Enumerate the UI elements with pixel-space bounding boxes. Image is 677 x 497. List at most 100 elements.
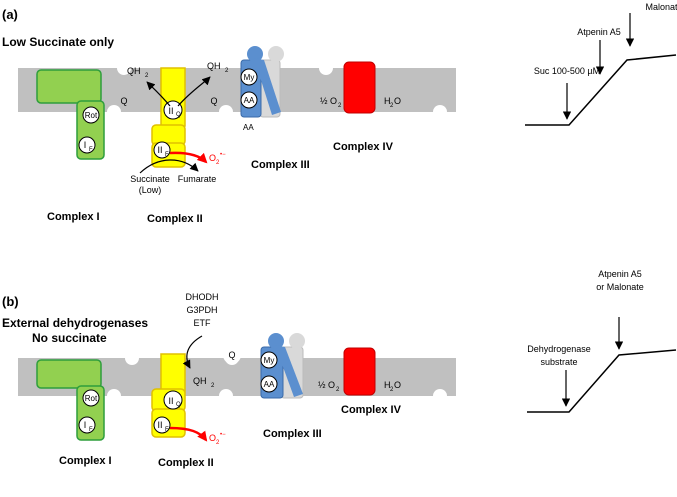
complex-iii-label: Complex III (263, 428, 322, 440)
h2o-subscript: 2 (390, 387, 394, 393)
iiq-subscript: Q (176, 402, 181, 408)
iif-subscript: F (165, 152, 169, 158)
if-site (78, 416, 96, 434)
membrane-notch (433, 389, 447, 403)
superoxide-arrow (169, 151, 208, 164)
arrow-iiq-to-qh2-left (146, 81, 171, 107)
iiq-site (163, 390, 183, 410)
panel-b-title-line1: External dehydrogenases (2, 316, 148, 330)
panel-a-title: Low Succinate only (2, 35, 114, 49)
complex-i-membrane-arm (36, 69, 102, 104)
my-label: My (244, 73, 255, 82)
iiq-label: II (168, 396, 173, 406)
iiq-site (163, 100, 183, 120)
trace-b-inhibitor-label-2: or Malonate (596, 282, 644, 292)
complex-i-membrane-arm (36, 359, 102, 389)
half-o2-subscript: 2 (338, 103, 342, 109)
membrane-notch (433, 105, 447, 119)
aa-label: AA (244, 96, 255, 105)
aa-label: AA (264, 380, 275, 389)
rot-site (82, 389, 100, 407)
complex-iii-rieske-arm (254, 58, 281, 115)
iif-subscript: F (165, 427, 169, 433)
superoxide-subscript: 2 (216, 160, 220, 166)
trace-b-inhibitor-label-1: Atpenin A5 (598, 269, 642, 279)
panel-b-tag: (b) (2, 294, 19, 309)
h2o-o: O (394, 96, 401, 106)
half-o2: ½ O (320, 96, 337, 106)
complex-iv-label: Complex IV (341, 404, 402, 416)
qh2-right-subscript: 2 (225, 68, 229, 74)
qh2-left-subscript: 2 (145, 73, 149, 79)
my-label: My (264, 356, 275, 365)
succinate-fumarate-arrow (139, 159, 199, 174)
aa-site (240, 91, 258, 109)
panel-a-tag: (a) (2, 7, 18, 22)
membrane-notch (219, 105, 233, 119)
superoxide-label: O (209, 433, 216, 443)
panel-a: (a) Low Succinate only Rot I F II Q II F… (2, 2, 677, 225)
complex-iii-blue-head (247, 46, 263, 62)
my-site (260, 351, 278, 369)
complex-iii-blue-head (268, 333, 284, 349)
aa-site (260, 375, 278, 393)
rot-site (82, 106, 100, 124)
if-subscript: F (89, 427, 93, 433)
q-left: Q (120, 96, 127, 106)
superoxide-superscript: •− (220, 432, 226, 438)
complex-ii-label: Complex II (158, 457, 214, 469)
complex-iv-label: Complex IV (333, 141, 394, 153)
membrane-notch (107, 105, 121, 119)
complex-iii-grey-head (289, 333, 305, 349)
iiq-label: II (168, 106, 173, 116)
qh2-label: QH (193, 376, 207, 386)
my-site (240, 68, 258, 86)
trace-b-line (527, 349, 677, 413)
h2o-h: H (384, 380, 391, 390)
complex-ii-label: Complex II (147, 213, 203, 225)
complex-i-label: Complex I (47, 211, 100, 223)
if-label: I (84, 140, 87, 150)
complex-iv-shape (343, 61, 376, 114)
q-right: Q (210, 96, 217, 106)
membrane-notch (125, 351, 139, 365)
membrane-notch (219, 389, 233, 403)
half-o2-subscript: 2 (336, 387, 340, 393)
iif-site (153, 416, 171, 434)
complex-iii-rieske-arm (275, 345, 303, 397)
panel-b: (b) External dehydrogenases No succinate… (2, 269, 677, 469)
h2o-h: H (384, 96, 391, 106)
if-label: I (84, 420, 87, 430)
membrane-notch (319, 61, 333, 75)
iiq-subscript: Q (176, 112, 181, 118)
rot-label: Rot (85, 111, 98, 120)
half-o2: ½ O (318, 380, 335, 390)
trace-a-line (525, 54, 677, 126)
complex-iii-label: Complex III (251, 159, 310, 171)
h2o-subscript: 2 (390, 103, 394, 109)
complex-iii-grey-head (268, 46, 284, 62)
trace-b-substrate-label-1: Dehydrogenase (527, 344, 591, 354)
superoxide-subscript: 2 (216, 440, 220, 446)
superoxide-arrow (169, 426, 208, 442)
q-pool-circle (223, 346, 241, 364)
q-label: Q (228, 350, 235, 360)
fumarate-label: Fumarate (178, 174, 217, 184)
h2o-o: O (394, 380, 401, 390)
dhodh-label: DHODH (186, 292, 219, 302)
complex-i-label: Complex I (59, 455, 112, 467)
iif-site (153, 141, 171, 159)
aa-under-label: AA (243, 123, 254, 132)
trace-a-atpenin-label: Atpenin A5 (577, 27, 621, 37)
membrane-notch (107, 389, 121, 403)
etf-label: ETF (194, 318, 212, 328)
complex-ii-membrane (160, 353, 186, 393)
qh2-left: QH (127, 66, 141, 76)
superoxide-superscript: •− (220, 152, 226, 158)
succinate-label: Succinate (130, 174, 170, 184)
iif-label: II (157, 420, 162, 430)
trace-a-suc-label: Suc 100-500 µM (534, 66, 600, 76)
complex-iv-shape (343, 347, 376, 396)
superoxide-label: O (209, 153, 216, 163)
qh2-right: QH (207, 61, 221, 71)
